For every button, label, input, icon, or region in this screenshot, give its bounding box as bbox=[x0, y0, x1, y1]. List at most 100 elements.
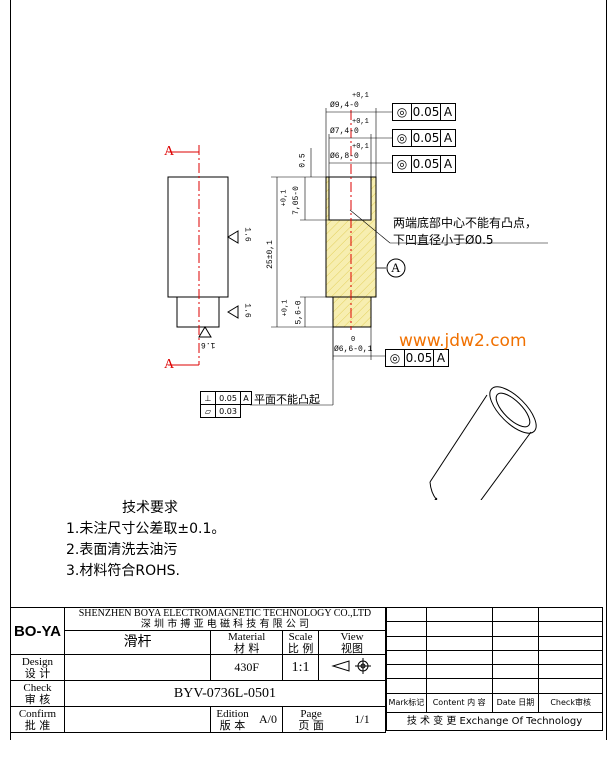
gdt-datum: A bbox=[443, 105, 453, 119]
dim-56-tol: +0,1 bbox=[281, 299, 290, 317]
rev-check: Check审核 bbox=[538, 692, 603, 714]
flatness-icon: ▱ bbox=[201, 405, 216, 417]
page-value: 1/1 bbox=[354, 712, 370, 726]
check-cn: 审 核 bbox=[24, 692, 51, 706]
company-en: SHENZHEN BOYA ELECTROMAGNETIC TECHNOLOGY… bbox=[78, 608, 372, 619]
gdt-value: 0.05 bbox=[412, 104, 441, 120]
section-step bbox=[332, 296, 372, 328]
section-label-top: A bbox=[164, 144, 175, 159]
roughness-label-3: 1.6 bbox=[201, 340, 216, 349]
company-cn: 深 圳 市 搏 亚 电 磁 科 技 有 限 公 司 bbox=[140, 619, 310, 630]
edition-cn: 版 本 bbox=[219, 718, 246, 732]
gdt-frame-1: ◎ 0.05 A bbox=[392, 103, 456, 121]
revision-table: Mark标记 Content 内 容 Date 日期 Check审核 技 术 变… bbox=[386, 606, 603, 731]
confirm-value bbox=[63, 706, 212, 733]
dim-25: 25±0,1 bbox=[265, 240, 275, 269]
gdt-value: 0.05 bbox=[412, 130, 441, 146]
dim-d94-tol: +0,1 bbox=[352, 92, 369, 100]
center-note-1: 两端底部中心不能有凸点， bbox=[393, 216, 538, 230]
material-en: Material bbox=[228, 630, 266, 643]
perpendicularity-icon: ⊥ bbox=[201, 392, 216, 404]
dim-d74-tol: +0,1 bbox=[352, 118, 369, 126]
left-step-outline bbox=[176, 296, 220, 328]
design-value bbox=[63, 654, 212, 681]
gdt-value: 0.05 bbox=[216, 392, 241, 404]
rev-date: Date 日期 bbox=[491, 692, 540, 714]
design-cn: 设 计 bbox=[24, 666, 51, 680]
dim-d68-tol: +0,1 bbox=[352, 143, 369, 151]
dim-05: 0.5 bbox=[298, 153, 308, 168]
flat-note: 平面不能凸起 bbox=[254, 393, 320, 406]
dim-705: 7,05-0 bbox=[291, 186, 301, 215]
dim-d94: Ø9,4-0 bbox=[330, 101, 359, 110]
tech-requirements: 技术要求 1.未注尺寸公差取±0.1。 2.表面清洗去油污 3.材料符合ROHS… bbox=[66, 498, 225, 582]
section-label-bottom: A bbox=[164, 357, 175, 372]
roughness-mark-2 bbox=[227, 305, 239, 319]
scale-cn: 比 例 bbox=[287, 641, 314, 655]
datum-label: A bbox=[391, 260, 401, 275]
datum-circle bbox=[386, 258, 406, 278]
projection-icon bbox=[318, 654, 386, 681]
drawing-canvas bbox=[167, 108, 548, 500]
edition-en: Edition bbox=[216, 707, 249, 720]
left-body-outline bbox=[167, 176, 229, 298]
drawing-number: BYV-0736L-0501 bbox=[63, 680, 387, 707]
roughness-label-2: 1.6 bbox=[242, 303, 252, 318]
concentricity-icon: ◎ bbox=[386, 350, 405, 366]
view-en: View bbox=[340, 630, 364, 643]
view-cn: 视图 bbox=[341, 641, 364, 655]
scale-value: 1:1 bbox=[282, 654, 320, 681]
part-name: 滑杆 bbox=[63, 630, 212, 655]
confirm-cn: 批 准 bbox=[24, 718, 51, 732]
section-hatch bbox=[326, 177, 376, 327]
design-en: Design bbox=[21, 655, 54, 668]
check-en: Check bbox=[23, 681, 52, 694]
gdt-frame-4: ◎ 0.05 A bbox=[385, 349, 449, 367]
page-cn: 页 面 bbox=[298, 718, 324, 732]
gdt-value: 0.05 bbox=[412, 156, 441, 172]
tech-req-title: 技术要求 bbox=[122, 500, 178, 516]
concentricity-icon: ◎ bbox=[393, 156, 412, 172]
watermark: www.jdw2.com bbox=[399, 331, 527, 351]
gdt-datum: A bbox=[443, 131, 453, 145]
title-block: BO-YA SHENZHEN BOYA ELECTROMAGNETIC TECH… bbox=[10, 607, 387, 733]
gdt-datum: A bbox=[443, 157, 453, 171]
gdt-perpendicularity: ⊥ 0.05 A bbox=[200, 391, 252, 405]
gdt-value: 0.05 bbox=[405, 350, 434, 366]
gdt-value: 0.03 bbox=[219, 406, 237, 416]
drawing-frame bbox=[10, 0, 607, 740]
concentricity-icon: ◎ bbox=[393, 130, 412, 146]
roughness-mark-1 bbox=[227, 230, 239, 244]
dim-d66-tol: 0 bbox=[351, 336, 356, 344]
concentricity-icon: ◎ bbox=[393, 104, 412, 120]
dim-d68: Ø6,8-0 bbox=[330, 152, 359, 161]
confirm-en: Confirm bbox=[18, 707, 57, 720]
tech-req-item-2: 2.表面清洗去油污 bbox=[66, 542, 178, 558]
roughness-label-1: 1.6 bbox=[242, 227, 252, 242]
material-cn: 材 料 bbox=[233, 641, 260, 655]
dim-705-tol: +0,1 bbox=[280, 189, 289, 207]
gdt-datum: A bbox=[243, 393, 249, 403]
gdt-flatness: ▱ 0.03 bbox=[200, 404, 241, 418]
material-value: 430F bbox=[210, 654, 284, 681]
rev-footer: 技 术 变 更 Exchange Of Technology bbox=[386, 712, 603, 731]
center-note-2: 下凹直径小于Ø0.5 bbox=[393, 233, 494, 247]
dim-d66: Ø6,6-0,1 bbox=[334, 345, 373, 354]
rev-content: Content 内 容 bbox=[425, 692, 493, 714]
tech-req-item-1: 1.未注尺寸公差取±0.1。 bbox=[66, 521, 226, 537]
bore bbox=[328, 176, 372, 221]
rev-mark: Mark标记 bbox=[386, 692, 427, 714]
dim-d74: Ø7,4-0 bbox=[330, 127, 359, 136]
gdt-frame-3: ◎ 0.05 A bbox=[392, 155, 456, 173]
tech-req-item-3: 3.材料符合ROHS. bbox=[66, 563, 180, 579]
page-en: Page bbox=[300, 707, 322, 720]
edition-value: A/0 bbox=[258, 712, 277, 726]
